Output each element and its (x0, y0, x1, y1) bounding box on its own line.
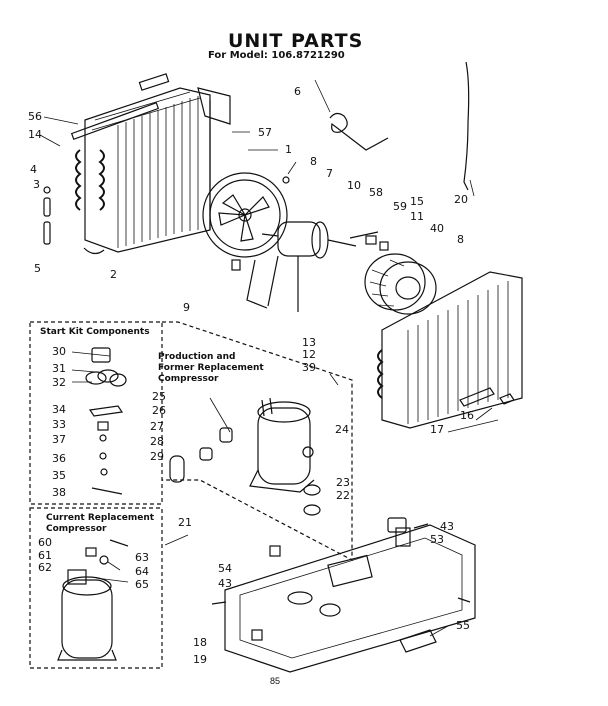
callout-31: 31 (52, 362, 66, 375)
callout-5: 5 (34, 262, 41, 275)
callout-4: 4 (30, 163, 37, 176)
callout-14: 14 (28, 128, 42, 141)
callout-61: 61 (38, 549, 52, 562)
panel-57 (197, 87, 231, 125)
callout-10: 10 (347, 179, 361, 192)
callout-17: 17 (430, 423, 444, 436)
start-kit-label: Start Kit Components (40, 327, 150, 337)
callout-56: 56 (28, 110, 42, 123)
callout-62: 62 (38, 561, 52, 574)
callout-9: 9 (183, 301, 190, 314)
callout-7: 7 (326, 167, 333, 180)
callout-58: 58 (369, 186, 383, 199)
callout-3: 3 (33, 178, 40, 191)
production-label-1: Production and (158, 352, 236, 362)
callout-8-top: 8 (310, 155, 317, 168)
compressor-current (57, 539, 129, 661)
callout-20: 20 (454, 193, 468, 206)
callout-21: 21 (178, 516, 192, 529)
callout-30: 30 (52, 345, 66, 358)
small-parts-left (43, 186, 105, 255)
callout-1: 1 (285, 143, 292, 156)
callout-33: 33 (52, 418, 66, 431)
callout-13: 13 (302, 336, 316, 349)
callout-36: 36 (52, 452, 66, 465)
callout-63: 63 (135, 551, 149, 564)
callout-59: 59 (393, 200, 407, 213)
bracket-53 (387, 517, 411, 547)
start-kit-box (29, 321, 163, 505)
callout-38: 38 (52, 486, 66, 499)
callout-27: 27 (150, 420, 164, 433)
model-subtitle: For Model: 106.8721290 (208, 50, 345, 61)
start-kit-parts (85, 347, 127, 495)
compressor-clips (169, 427, 233, 483)
current-label-1: Current Replacement (46, 513, 155, 523)
screws-43 (211, 523, 471, 605)
callout-16: 16 (460, 409, 474, 422)
callout-11: 11 (410, 210, 424, 223)
evaporator-coil-right (377, 271, 523, 429)
callout-43-left: 43 (218, 577, 232, 590)
callout-29: 29 (150, 450, 164, 463)
filter-strip (459, 387, 495, 407)
callout-54: 54 (218, 562, 232, 575)
compressor-production (249, 397, 315, 493)
callout-37: 37 (52, 433, 66, 446)
callout-43-right: 43 (440, 520, 454, 533)
fan-motor (246, 221, 357, 312)
callout-22: 22 (336, 489, 350, 502)
part-6-spring (329, 112, 389, 151)
condenser-coil-left (70, 73, 211, 253)
callout-24: 24 (335, 423, 349, 436)
callout-18: 18 (193, 636, 207, 649)
callout-19: 19 (193, 653, 207, 666)
callout-6: 6 (294, 85, 301, 98)
callout-60: 60 (38, 536, 52, 549)
production-label-2: Former Replacement (158, 363, 264, 373)
callout-28: 28 (150, 435, 164, 448)
condenser-fan (202, 172, 288, 258)
part-18 (251, 629, 263, 641)
callout-25: 25 (152, 390, 166, 403)
current-replacement-box (29, 507, 163, 669)
small-parts-center (231, 176, 389, 271)
callout-23: 23 (336, 476, 350, 489)
callout-35: 35 (52, 469, 66, 482)
grommets (303, 484, 321, 516)
part-16 (499, 393, 515, 405)
callout-26: 26 (152, 404, 166, 417)
callout-2: 2 (110, 268, 117, 281)
callout-34: 34 (52, 403, 66, 416)
callout-40: 40 (430, 222, 444, 235)
callout-39: 39 (302, 361, 316, 374)
page-number: 85 (270, 676, 281, 686)
callout-64: 64 (135, 565, 149, 578)
production-label-3: Compressor (158, 374, 219, 384)
part-20-cord (463, 61, 470, 191)
production-outline (162, 321, 353, 561)
callout-12: 12 (302, 348, 316, 361)
callout-32: 32 (52, 376, 66, 389)
callout-15: 15 (410, 195, 424, 208)
callout-8-right: 8 (457, 233, 464, 246)
callout-53: 53 (430, 533, 444, 546)
base-pan (224, 524, 476, 673)
blower-wheel (364, 253, 437, 315)
clip-54 (269, 545, 281, 557)
leader-lines (39, 79, 499, 637)
callout-57: 57 (258, 126, 272, 139)
current-label-2: Compressor (46, 524, 107, 534)
callout-65: 65 (135, 578, 149, 591)
page-title: UNIT PARTS (228, 30, 364, 52)
callout-55: 55 (456, 619, 470, 632)
